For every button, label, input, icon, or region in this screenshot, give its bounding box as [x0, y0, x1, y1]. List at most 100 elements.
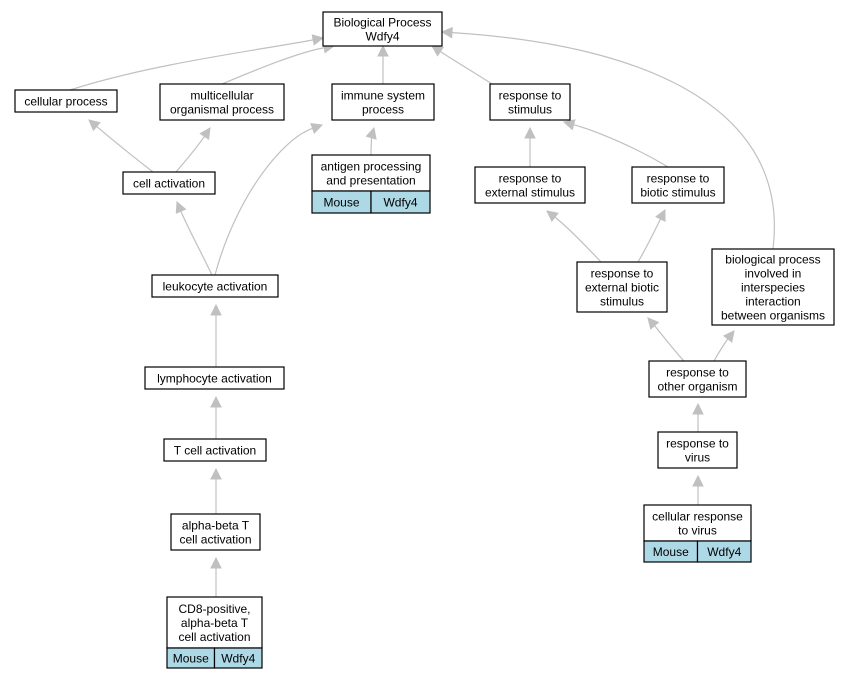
node-alphabeta-label-line: alpha-beta T [182, 519, 250, 533]
node-cellular-virus-label-line: to virus [678, 524, 717, 538]
node-interspecies-label-line: between organisms [721, 309, 825, 323]
arrowhead-leukocyte-to-immune-system [310, 123, 324, 135]
node-response-stimulus-label-line: response to [499, 89, 562, 103]
edge-multicellular-to-root [221, 47, 325, 85]
arrowhead-ext-biotic-to-biotic-stimulus [655, 209, 666, 222]
node-cellular-process-label-line: cellular process [24, 95, 107, 109]
node-tcell[interactable]: T cell activation [163, 438, 267, 462]
node-multicellular-label-line: multicellular [190, 89, 253, 103]
node-external-stimulus-label-line: external stimulus [485, 186, 575, 200]
node-cd8-tag-cell [213, 647, 263, 669]
edge-ext-biotic-to-biotic-stimulus [637, 218, 662, 263]
arrowhead-alphabeta-to-tcell [210, 467, 222, 480]
node-cellular-process[interactable]: cellular process [14, 89, 118, 113]
node-cellular-virus-tag-cell [696, 540, 752, 563]
node-ext-biotic-label-line: stimulus [600, 295, 644, 309]
node-antigen-tag-gene: Wdfy4 [383, 196, 417, 210]
arrowhead-antigen-to-immune-system [365, 126, 377, 140]
edge-ext-biotic-to-external-stimulus [554, 216, 602, 263]
arrowhead-cell-activation-to-cellular-process [88, 119, 101, 132]
node-cd8-label-line: CD8-positive, [178, 602, 250, 616]
node-alphabeta-label-line: cell activation [179, 533, 251, 547]
edge-cellular-process-to-root [69, 39, 314, 91]
arrowhead-response-stimulus-to-root [431, 45, 444, 57]
node-cd8-tag-organism: Mouse [173, 652, 209, 666]
node-cellular-process-box [14, 89, 118, 113]
node-cellular-virus-box [643, 504, 752, 542]
node-cd8-label-line: alpha-beta T [181, 616, 249, 630]
node-leukocyte-label-line: leukocyte activation [163, 280, 268, 294]
node-cell-activation-box [122, 171, 216, 195]
node-lymphocyte-label-line: lymphocyte activation [157, 372, 272, 386]
arrowhead-other-organism-to-interspecies [722, 330, 735, 343]
node-biotic-stimulus-label-line: biotic stimulus [640, 186, 715, 200]
arrowhead-other-organism-to-ext-biotic [647, 317, 660, 330]
edge-other-organism-to-interspecies [713, 338, 729, 362]
edge-interspecies-to-root [451, 32, 775, 250]
node-interspecies-label-line: involved in [745, 267, 802, 281]
edge-antigen-to-immune-system [370, 136, 373, 156]
arrowhead-ext-biotic-to-external-stimulus [546, 210, 559, 223]
node-ext-biotic-label-line: response to [591, 267, 654, 281]
node-ext-biotic-label-line: external biotic [585, 281, 659, 295]
node-biotic-stimulus-box [631, 166, 725, 204]
node-immune-system-label-line: immune system [341, 89, 425, 103]
node-lymphocyte[interactable]: lymphocyte activation [144, 366, 285, 390]
node-interspecies-label-line: interaction [745, 295, 800, 309]
node-interspecies-label-line: interspecies [741, 281, 805, 295]
node-virus-label-line: virus [685, 451, 710, 465]
node-cd8-label-line: cell activation [178, 630, 250, 644]
arrowhead-cell-activation-to-multicellular [199, 127, 211, 140]
edge-other-organism-to-ext-biotic [654, 325, 685, 362]
node-root-box [322, 11, 443, 47]
arrowhead-leukocyte-to-cell-activation [175, 200, 187, 214]
node-ext-biotic-box [576, 261, 668, 313]
edge-cell-activation-to-multicellular [175, 135, 205, 173]
arrowhead-cd8-to-alphabeta [210, 556, 222, 569]
edge-biotic-stimulus-to-response-stimulus [573, 124, 669, 168]
node-cd8-box [166, 596, 263, 649]
edge-leukocyte-to-cell-activation [180, 210, 213, 276]
node-tcell-label-line: T cell activation [174, 444, 256, 458]
node-interspecies-box [711, 248, 835, 326]
node-root-label-line: Wdfy4 [365, 30, 399, 44]
arrowhead-cellular-process-to-root [311, 34, 325, 46]
edge-cell-activation-to-cellular-process [96, 126, 154, 173]
node-multicellular-box [159, 83, 285, 121]
node-antigen-box [311, 154, 431, 192]
node-biotic-stimulus-label-line: response to [647, 172, 710, 186]
arrowhead-lymphocyte-to-leukocyte [210, 303, 222, 316]
node-alphabeta-box [170, 513, 261, 551]
node-tcell-box [163, 438, 267, 462]
node-other-organism-box [648, 360, 747, 398]
arrowhead-immune-system-to-root [377, 44, 389, 57]
node-cellular-virus-label-line: cellular response [652, 510, 743, 524]
node-cell-activation[interactable]: cell activation [122, 171, 216, 195]
node-immune-system-label-line: process [362, 103, 404, 117]
node-antigen-tag-cell [370, 190, 431, 214]
arrowhead-biotic-stimulus-to-response-stimulus [562, 119, 576, 131]
node-lymphocyte-box [144, 366, 285, 390]
node-leukocyte[interactable]: leukocyte activation [151, 274, 279, 298]
node-cellular-virus-tag-organism: Mouse [653, 545, 689, 559]
node-antigen-label-line: antigen processing [321, 160, 422, 174]
edge-response-stimulus-to-root [439, 51, 493, 85]
node-antigen-label-line: and presentation [326, 174, 415, 188]
arrowhead-tcell-to-lymphocyte [210, 395, 222, 408]
arrowhead-interspecies-to-root [440, 26, 453, 39]
